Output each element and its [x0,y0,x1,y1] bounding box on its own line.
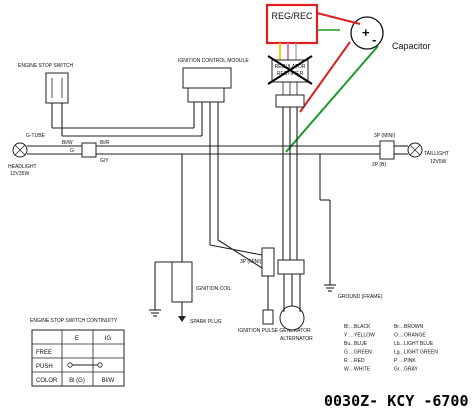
regulator-label: REGULATOR [275,64,306,70]
legend-code: W [344,367,349,373]
legend-code: G [344,350,348,356]
continuity-row-color: COLOR [36,378,58,384]
legend-dots: … [349,350,354,356]
part-number: 0030Z- KCY -6700 [324,392,469,410]
ground-frame-label: GROUND (FRAME) [338,294,383,300]
legend-code: Lb [394,341,400,347]
icm-label: IGNITION CONTROL MODULE [178,58,249,64]
g-tube-label: G-TUBE [26,133,46,139]
legend-dots: … [399,341,404,347]
continuity-row-free: FREE [36,350,52,356]
continuity-color-ig: Bl/W [102,378,115,384]
ignition-pulse-generator-label: IGNITION PULSE GENERATOR [238,328,311,334]
legend-code: O [394,333,398,339]
capacitor-minus-sign: - [372,32,376,47]
capacitor-symbol [350,16,384,50]
alternator-connector [277,259,305,275]
legend-dots: … [399,358,404,364]
legend-color: PINK [404,358,416,364]
legend-code: P [394,358,398,364]
capacitor-plus-sign: + [362,25,370,40]
engine-stop-switch-label: ENGINE STOP SWITCH [18,63,73,69]
connector-3p-mini-label: 3P (MINI) [374,133,396,139]
taillight-connector [379,140,395,160]
alternator-label: ALTERNATOR [280,336,313,342]
rectifier-label: RECTIFIER [277,71,304,77]
spark-plug-symbol [178,316,186,322]
wire-label-bl-r: Bl/R [100,140,110,146]
continuity-title: ENGINE STOP SWITCH CONTINUITY [30,318,118,324]
legend-dots: … [349,324,354,330]
continuity-header-ig: IG [105,336,112,342]
legend-dots: … [399,324,404,330]
legend-color: LIGHT BLUE [404,341,434,347]
icm-box [182,67,232,89]
legend-code: Y [344,333,348,339]
legend-code: Bl [344,324,348,330]
taillight-rating: 12V5W [430,159,447,165]
capacitor-label: Capacitor [392,41,431,51]
headlight-rating: 12V35W [10,171,29,177]
legend-code: R [344,358,348,364]
regulator-connector [275,94,305,108]
ignition-coil-box [171,261,193,303]
green-wire-to-ground [285,45,379,153]
legend-color: ORANGE [404,333,426,339]
legend-code: Lg [394,350,400,356]
legend-color: YELLOW [354,333,375,339]
legend-color: GREEN [354,350,372,356]
legend-dots: … [349,333,354,339]
wire-label-g-y: G/Y [100,158,109,164]
legend-color: BLUE [354,341,368,347]
legend-dots: … [399,350,404,356]
legend-dots: … [349,367,354,373]
continuity-table: E IG FREE PUSH COLOR Bl (G) Bl/W [31,329,125,387]
pulse-connector [261,247,275,277]
engine-stop-switch-box [45,72,69,104]
legend-color: GRAY [404,367,418,373]
pulse-generator-symbol [262,309,274,325]
reg-rec-box [265,3,319,45]
continuity-row-push: PUSH [36,364,53,370]
continuity-color-e: Bl (G) [69,378,85,384]
continuity-header-e: E [75,336,79,342]
legend-dots: … [349,341,354,347]
wire-label-bl-w: Bl/W [62,140,73,146]
legend-color: LIGHT GREEN [404,350,438,356]
red-wire-to-capacitor [316,12,361,25]
icm-connector [187,87,225,103]
taillight-label: TAILLIGHT [424,151,449,157]
wire-label-g: G [70,148,74,154]
legend-code: Br [394,324,399,330]
connector-2p-b-label: 2P (B) [372,162,386,168]
legend-code: Gr [394,367,400,373]
reg-rec-label: REG/REC [271,11,313,21]
legend-color: BLACK [354,324,371,330]
legend-dots: … [399,367,404,373]
legend-dots: … [349,358,354,364]
spark-plug-label: SPARK PLUG [190,319,222,325]
cross-line-b [267,55,313,85]
legend-dots: … [399,333,404,339]
legend-color: WHITE [354,367,371,373]
headlight-connector [81,142,97,158]
legend-color: RED [354,358,365,364]
legend-color: BROWN [404,324,424,330]
ignition-coil-label: IGNITION COIL [196,286,232,292]
connector-3p-mini-left-label: 3P (MINI) [240,259,262,265]
red-wire-to-regulator [299,41,351,113]
headlight-label: HEADLIGHT [8,164,37,170]
legend-code: Bu [344,341,350,347]
